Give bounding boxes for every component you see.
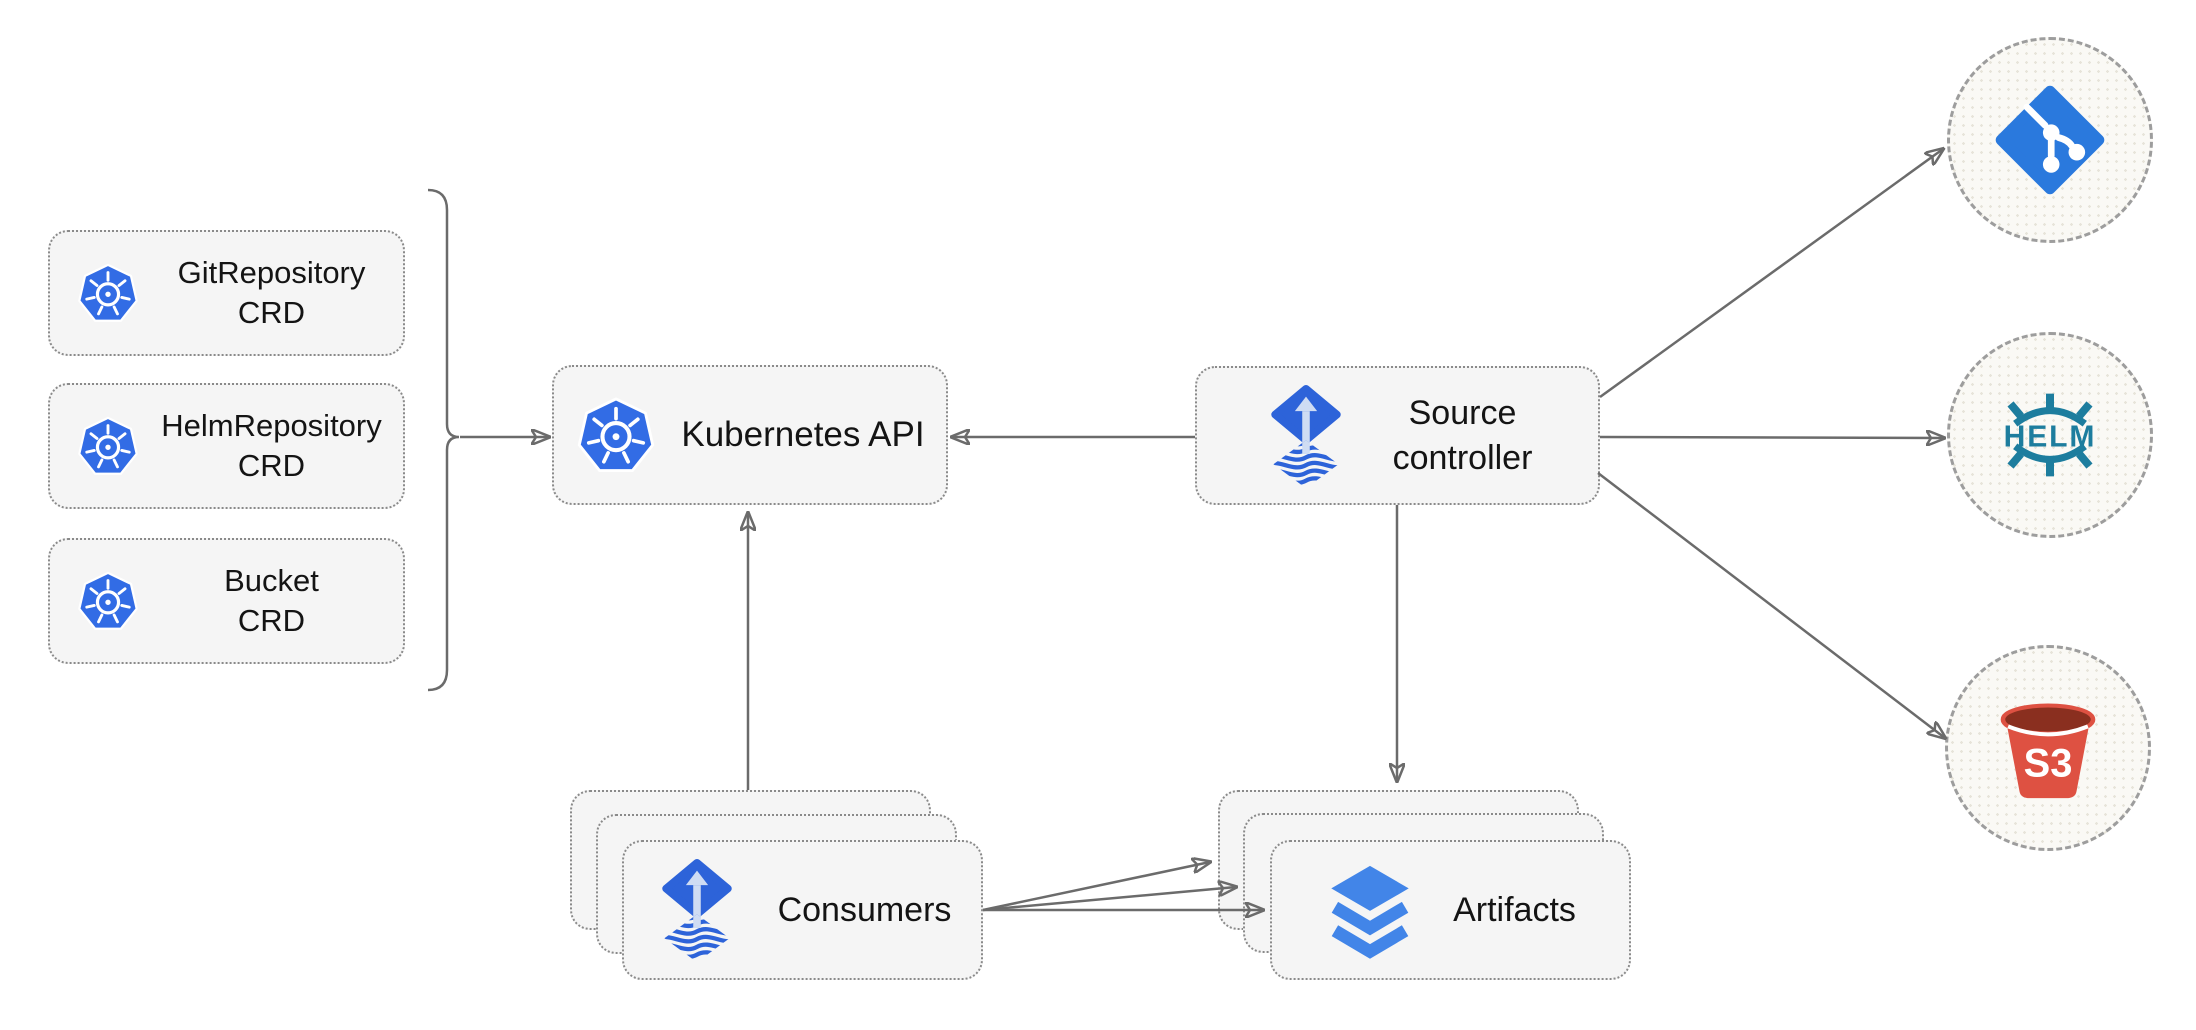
node-consumers-stack: Consumers bbox=[570, 790, 990, 986]
flux-icon bbox=[654, 856, 740, 964]
node-label-line2: CRD bbox=[237, 448, 306, 483]
node-bucket-crd: Bucket CRD bbox=[48, 538, 405, 664]
arrow-source-controller-to-s3 bbox=[1597, 472, 1945, 738]
arrow-consumers-to-artifacts-1 bbox=[982, 862, 1210, 912]
arrow-source-controller-to-git bbox=[1599, 149, 1943, 399]
kubernetes-icon bbox=[76, 261, 140, 325]
node-label-line1: Bucket bbox=[224, 563, 319, 599]
s3-bucket-icon: S3 bbox=[1991, 691, 2105, 805]
node-label: Consumers bbox=[777, 890, 952, 929]
node-label: GitRepository CRD bbox=[140, 253, 403, 332]
arrow-source-controller-to-helm bbox=[1599, 437, 1944, 438]
s3-label: S3 bbox=[2024, 742, 2073, 786]
node-consumers: Consumers bbox=[622, 840, 983, 980]
node-kubernetes-api: Kubernetes API bbox=[552, 365, 948, 505]
node-label-line1: HelmRepository bbox=[161, 408, 382, 444]
node-label-line2: CRD bbox=[237, 295, 306, 330]
node-label-line2: controller bbox=[1392, 438, 1533, 477]
kubernetes-icon bbox=[76, 414, 140, 478]
node-source-controller: Source controller bbox=[1195, 366, 1600, 505]
node-artifacts-stack: Artifacts bbox=[1218, 790, 1638, 986]
node-artifacts: Artifacts bbox=[1270, 840, 1631, 980]
flux-icon bbox=[1263, 382, 1349, 490]
kubernetes-icon bbox=[575, 394, 657, 476]
node-label: Kubernetes API bbox=[681, 415, 925, 454]
crd-group-brace bbox=[427, 188, 460, 692]
node-gitrepository-crd: GitRepository CRD bbox=[48, 230, 405, 356]
node-label: Bucket CRD bbox=[140, 561, 403, 640]
node-helm-source: HELM bbox=[1947, 332, 2153, 538]
node-helmrepository-crd: HelmRepository CRD bbox=[48, 383, 405, 509]
helm-icon: HELM bbox=[1984, 388, 2116, 482]
node-label-line1: Source bbox=[1408, 394, 1517, 433]
layers-icon bbox=[1325, 861, 1415, 959]
node-label: Source controller bbox=[1393, 391, 1533, 479]
node-label-line2: CRD bbox=[237, 603, 306, 638]
node-git-source bbox=[1947, 37, 2153, 243]
node-s3-source: S3 bbox=[1945, 645, 2151, 851]
node-label: HelmRepository CRD bbox=[140, 406, 403, 485]
node-label: Artifacts bbox=[1453, 890, 1576, 929]
node-label-line1: GitRepository bbox=[177, 255, 366, 291]
helm-label: HELM bbox=[2004, 420, 2097, 453]
git-icon bbox=[1989, 79, 2111, 201]
arrow-consumers-to-artifacts-2 bbox=[982, 887, 1236, 912]
kubernetes-icon bbox=[76, 569, 140, 633]
